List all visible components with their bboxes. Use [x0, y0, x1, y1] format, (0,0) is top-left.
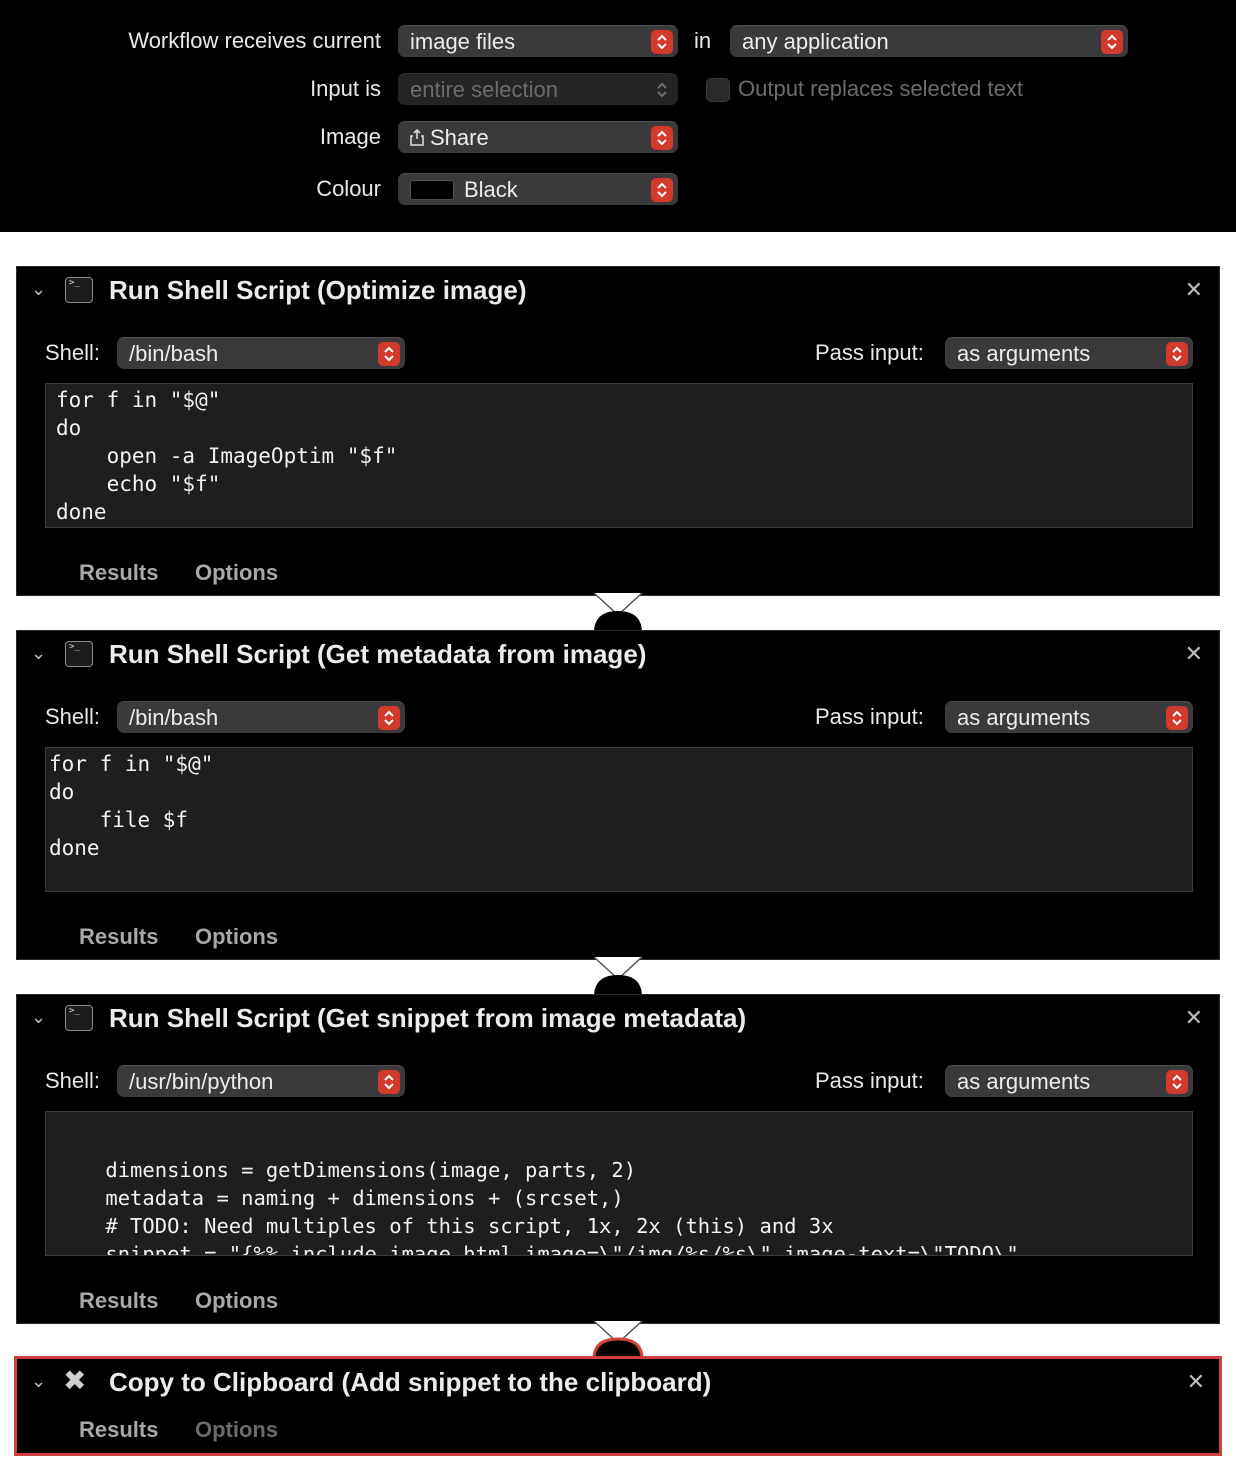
shell-value: /bin/bash [129, 341, 219, 366]
popup-stepper-icon [651, 30, 673, 54]
connector-arrow-icon [592, 1321, 644, 1361]
shell-popup[interactable]: /usr/bin/python [117, 1065, 405, 1097]
popup-stepper-icon [651, 126, 673, 150]
colour-value: Black [464, 177, 518, 202]
popup-stepper-icon [651, 78, 673, 102]
results-tab[interactable]: Results [79, 1417, 159, 1442]
action-title: Copy to Clipboard (Add snippet to the cl… [109, 1367, 712, 1397]
popup-stepper-icon [1166, 342, 1188, 366]
application-value: any application [742, 29, 889, 54]
receives-label: Workflow receives current [128, 28, 381, 53]
connector-arrow-icon [593, 593, 643, 633]
image-popup[interactable]: Share [398, 121, 678, 153]
terminal-icon: >_ [65, 277, 93, 303]
action-title: Run Shell Script (Get metadata from imag… [109, 639, 647, 669]
output-replaces-label: Output replaces selected text [738, 76, 1023, 101]
collapse-chevron-icon[interactable]: ⌄ [31, 1371, 47, 1391]
shell-value: /usr/bin/python [129, 1069, 274, 1094]
terminal-icon: >_ [65, 1005, 93, 1031]
close-icon[interactable]: ✕ [1184, 641, 1203, 666]
shell-label: Shell: [45, 340, 101, 365]
results-tab[interactable]: Results [79, 1288, 159, 1313]
connector-arrow-icon [593, 957, 643, 997]
input-is-value: entire selection [410, 77, 558, 102]
close-icon[interactable]: ✕ [1184, 277, 1203, 302]
terminal-icon: >_ [65, 641, 93, 667]
pass-input-popup[interactable]: as arguments [945, 701, 1193, 733]
options-tab[interactable]: Options [195, 1417, 279, 1442]
close-icon[interactable]: ✕ [1184, 1005, 1203, 1030]
collapse-chevron-icon[interactable]: ⌄ [31, 643, 47, 663]
results-tab[interactable]: Results [79, 560, 159, 585]
input-is-label: Input is [310, 76, 381, 101]
receives-value: image files [410, 29, 516, 54]
popup-stepper-icon [1101, 30, 1123, 54]
options-tab[interactable]: Options [195, 924, 279, 949]
popup-stepper-icon [378, 706, 400, 730]
script-text: dimensions = getDimensions(image, parts,… [105, 1158, 1019, 1256]
colour-popup[interactable]: Black [398, 173, 678, 205]
popup-stepper-icon [378, 342, 400, 366]
image-value: Share [430, 125, 489, 150]
pass-input-value: as arguments [957, 1069, 1091, 1094]
popup-stepper-icon [378, 1070, 400, 1094]
shell-popup[interactable]: /bin/bash [117, 337, 405, 369]
popup-stepper-icon [1166, 1070, 1188, 1094]
application-popup[interactable]: any application [730, 25, 1128, 57]
options-tab[interactable]: Options [195, 1288, 279, 1313]
pass-input-label: Pass input: [815, 340, 924, 365]
pass-input-value: as arguments [957, 705, 1091, 730]
collapse-chevron-icon[interactable]: ⌄ [31, 279, 47, 299]
shell-popup[interactable]: /bin/bash [117, 701, 405, 733]
colour-swatch [410, 179, 454, 200]
action-run-shell-script-snippet[interactable]: ⌄ >_ Run Shell Script (Get snippet from … [16, 994, 1220, 1324]
action-copy-to-clipboard[interactable]: ⌄ ✖ Copy to Clipboard (Add snippet to th… [14, 1356, 1222, 1456]
action-title: Run Shell Script (Optimize image) [109, 275, 527, 305]
script-editor[interactable]: for f in "$@" do open -a ImageOptim "$f"… [45, 383, 1193, 528]
close-icon[interactable]: ✕ [1186, 1369, 1205, 1394]
tools-icon: ✖ [63, 1365, 87, 1396]
popup-stepper-icon [1166, 706, 1188, 730]
pass-input-label: Pass input: [815, 704, 924, 729]
shell-value: /bin/bash [129, 705, 219, 730]
in-label: in [694, 28, 712, 53]
results-tab[interactable]: Results [79, 924, 159, 949]
pass-input-value: as arguments [957, 341, 1091, 366]
popup-stepper-icon [651, 178, 673, 202]
action-title: Run Shell Script (Get snippet from image… [109, 1003, 747, 1033]
image-label: Image [319, 124, 381, 149]
action-run-shell-script-optimize[interactable]: ⌄ >_ Run Shell Script (Optimize image) ✕… [16, 266, 1220, 596]
script-editor[interactable]: dimensions = getDimensions(image, parts,… [45, 1111, 1193, 1256]
pass-input-popup[interactable]: as arguments [945, 337, 1193, 369]
collapse-chevron-icon[interactable]: ⌄ [31, 1007, 47, 1027]
shell-label: Shell: [45, 704, 101, 729]
pass-input-popup[interactable]: as arguments [945, 1065, 1193, 1097]
output-replaces-checkbox[interactable] [706, 78, 730, 102]
options-tab[interactable]: Options [195, 560, 279, 585]
colour-label: Colour [316, 176, 381, 201]
share-icon [410, 129, 424, 146]
receives-popup[interactable]: image files [398, 25, 678, 57]
script-editor[interactable]: for f in "$@" do file $f done [45, 747, 1193, 892]
action-run-shell-script-metadata[interactable]: ⌄ >_ Run Shell Script (Get metadata from… [16, 630, 1220, 960]
input-is-popup[interactable]: entire selection [398, 73, 678, 105]
shell-label: Shell: [45, 1068, 101, 1093]
workflow-header: Workflow receives current image files in… [0, 0, 1236, 232]
pass-input-label: Pass input: [815, 1068, 924, 1093]
